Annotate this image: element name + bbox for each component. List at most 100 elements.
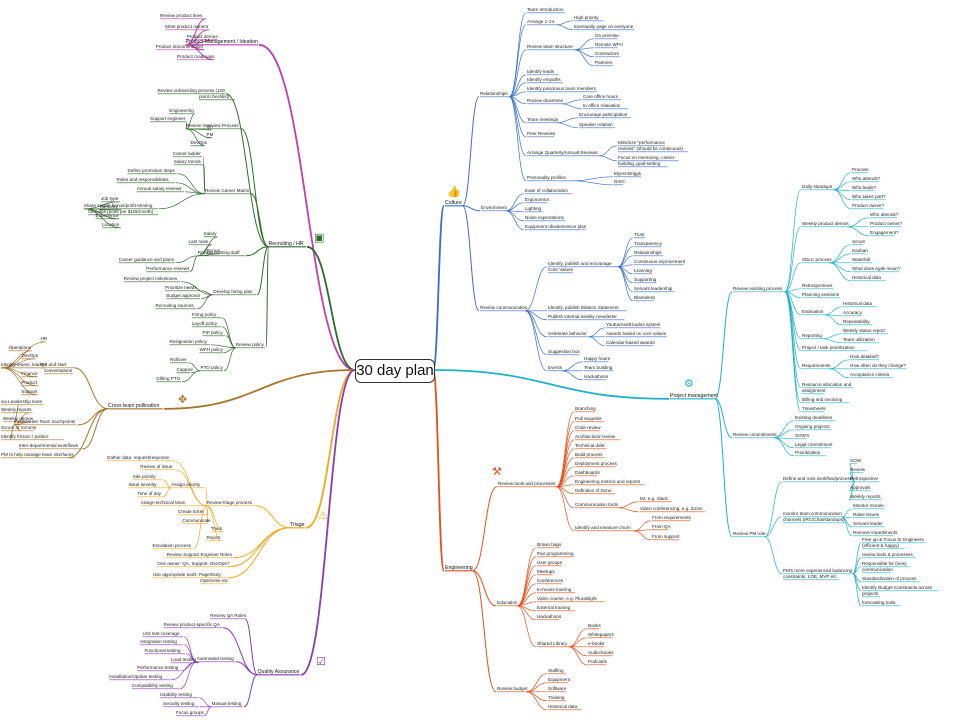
node-requirements[interactable]: Requirements bbox=[802, 363, 831, 368]
node-gifting-pto[interactable]: Gifting PTO bbox=[156, 376, 181, 381]
node-roles-and-responsibilities[interactable]: Roles and responsibilities bbox=[116, 177, 169, 182]
node-free-up-engineers[interactable]: Free up & Focus Sr Engineers bbox=[862, 537, 924, 542]
node-in-office-relaxation[interactable]: In-office relaxation bbox=[583, 103, 621, 108]
node-blameless[interactable]: Blameless bbox=[634, 295, 656, 300]
node-focus-groups[interactable]: Focus groups bbox=[176, 710, 204, 715]
node-audio-books[interactable]: Audio-books bbox=[588, 650, 614, 655]
node-create-ticket[interactable]: Create ticket bbox=[177, 509, 204, 514]
node-encourage-participation[interactable]: Encourage participation bbox=[579, 112, 628, 117]
node-career-ladder[interactable]: Career ladder bbox=[172, 151, 201, 156]
node-product-x[interactable]: Product bbox=[21, 380, 38, 385]
node-site-priority[interactable]: Site priority bbox=[132, 474, 156, 479]
node-product-demos[interactable]: Product demos bbox=[186, 34, 218, 39]
node-support-x[interactable]: Support bbox=[21, 389, 38, 394]
node-qa-int[interactable]: QA bbox=[206, 124, 214, 129]
node-conferences[interactable]: Conferences bbox=[537, 578, 564, 583]
node-team-building[interactable]: Team building bbox=[584, 365, 613, 370]
node-focus-mentoring[interactable]: Focus on mentoring, career- bbox=[618, 155, 676, 160]
node-review-communication[interactable]: Review communication bbox=[480, 305, 528, 310]
node-scrum-of-scrums[interactable]: Scrum of Scrums bbox=[1, 425, 37, 430]
node-disc[interactable]: DISC bbox=[614, 179, 625, 184]
node-ongoing-projects[interactable]: Ongoing projects bbox=[795, 424, 830, 429]
node-unit-test-coverage[interactable]: Unit test coverage bbox=[142, 631, 180, 636]
node-from-support[interactable]: From support bbox=[652, 534, 680, 539]
node-branching[interactable]: Branching bbox=[575, 406, 596, 411]
node-trust[interactable]: Trust bbox=[634, 232, 645, 237]
node-youearnedit[interactable]: YouEarnedIt kudos system bbox=[606, 322, 661, 327]
node-high-priority[interactable]: High priority bbox=[574, 15, 599, 20]
node-assign-technical-team[interactable]: Assign technical team bbox=[140, 500, 186, 505]
node-resource-allocation[interactable]: Resource allocation and bbox=[802, 382, 852, 387]
node-gather-data[interactable]: Gather data: request/response bbox=[106, 455, 170, 460]
node-recruiting-hr[interactable]: Recruiting / HR bbox=[268, 241, 304, 247]
node-partners[interactable]: Partners bbox=[595, 60, 613, 65]
node-share-bonus-2[interactable]: formulas (point per $10k/month) bbox=[88, 209, 154, 214]
node-monitor-channels-2[interactable]: channels (IRC/Chat/standups) bbox=[783, 517, 845, 522]
node-review-qa-roles[interactable]: Review QA Roles bbox=[210, 613, 246, 618]
node-review-tools-processes-eng[interactable]: Review tools and processes bbox=[498, 481, 556, 486]
node-communicate[interactable]: Communicate bbox=[182, 518, 211, 523]
node-review-support-roles[interactable]: Review Support Engineer Roles bbox=[166, 552, 232, 557]
node-process-ds[interactable]: Process bbox=[852, 167, 869, 172]
node-relationships-cv[interactable]: Relationships bbox=[634, 250, 662, 255]
node-identify-poisonous[interactable]: Identify poisonous team members bbox=[527, 86, 596, 91]
node-noise-expectations[interactable]: Noise expectations bbox=[525, 215, 564, 220]
node-podcasts[interactable]: Podcasts bbox=[588, 659, 607, 664]
node-equipment-obsolescence[interactable]: Equipment obsolescence plan bbox=[525, 224, 587, 229]
node-video-conferencing[interactable]: Video conferencing, e.g. Zoom bbox=[640, 506, 703, 511]
node-review-product-qa[interactable]: Review product-specific QA bbox=[163, 622, 220, 627]
central-topic[interactable]: 30 day plan bbox=[355, 359, 435, 383]
node-hackathons-ed[interactable]: Hackathons bbox=[537, 614, 562, 619]
node-servant-leadership[interactable]: Servant leadership bbox=[634, 286, 673, 291]
node-salary[interactable]: Salary bbox=[203, 231, 217, 236]
node-definition-of-done[interactable]: Definition of Done bbox=[575, 488, 612, 493]
node-career-guidance[interactable]: Career guidance and plans bbox=[118, 257, 174, 262]
node-deployment-process[interactable]: Deployment process bbox=[575, 461, 617, 466]
node-product-roadmaps[interactable]: Product roadmaps bbox=[177, 54, 215, 59]
node-servant-leader[interactable]: Servant leader bbox=[853, 521, 883, 526]
node-from-qa[interactable]: From QA bbox=[652, 524, 671, 529]
node-pull-requests[interactable]: Pull requests bbox=[575, 416, 602, 421]
node-pm-interfaces[interactable]: PM to help manage team interfaces bbox=[1, 452, 74, 457]
node-responsible-communication[interactable]: Responsible for (new) bbox=[862, 561, 907, 566]
node-acceptance-criteria[interactable]: Acceptance criteria bbox=[850, 372, 890, 377]
node-track[interactable]: Track bbox=[210, 526, 223, 531]
node-pto-policy[interactable]: PTO policy bbox=[200, 365, 223, 370]
node-identify-empaths[interactable]: Identify empaths bbox=[527, 77, 561, 82]
node-performance-reviews[interactable]: Performance reviews bbox=[146, 266, 190, 271]
node-engineering-int[interactable]: Engineering bbox=[169, 108, 194, 113]
node-peer-reviews[interactable]: Peer Reviews bbox=[527, 131, 556, 136]
node-review-commitments[interactable]: Review commitments bbox=[733, 432, 777, 437]
node-location[interactable]: Location bbox=[102, 222, 120, 227]
node-engagement[interactable]: Engagement? bbox=[870, 230, 899, 235]
node-happy-hours[interactable]: Happy hours bbox=[584, 356, 611, 361]
node-inter-departmental[interactable]: Inter-departmental workflows bbox=[19, 443, 78, 448]
node-triage[interactable]: Triage bbox=[290, 522, 305, 528]
node-identify-leads[interactable]: Identify leads bbox=[527, 69, 555, 74]
node-team-introduction[interactable]: Team Introduction bbox=[527, 7, 564, 12]
node-communication-tools[interactable]: Communication tools bbox=[575, 502, 618, 507]
node-user-groups[interactable]: User groups bbox=[537, 560, 563, 565]
node-identify-budget-2[interactable]: projects bbox=[862, 591, 879, 596]
node-review-budget[interactable]: Review budget bbox=[497, 686, 528, 691]
node-lighting[interactable]: Lighting bbox=[525, 206, 542, 211]
node-quality-assurance[interactable]: Quality Assurance bbox=[257, 669, 300, 675]
node-budget-approval[interactable]: Budget approval bbox=[166, 293, 200, 298]
node-identify-teams-2[interactable]: conversations bbox=[43, 368, 73, 373]
node-how-often-change[interactable]: How often do they change? bbox=[850, 363, 906, 368]
node-weekly-product-demos[interactable]: Weekly product demos bbox=[802, 221, 849, 226]
node-use-tools-2[interactable]: OpsGenie etc bbox=[200, 578, 229, 583]
node-pm-int[interactable]: PM bbox=[206, 132, 214, 137]
node-pms-experienced[interactable]: PM's more experienced balancing bbox=[783, 568, 853, 573]
node-define-workflow[interactable]: Define and runs workflow/process bbox=[783, 476, 852, 481]
node-report[interactable]: Report bbox=[206, 535, 221, 540]
node-myers-briggs[interactable]: Myers-Briggs bbox=[614, 171, 642, 176]
node-review-pm[interactable]: Review bbox=[850, 467, 866, 472]
node-engineering-metrics[interactable]: Engineering metrics and reports bbox=[575, 479, 641, 484]
node-environment[interactable]: Environment bbox=[481, 205, 507, 210]
node-education[interactable]: Education bbox=[497, 600, 518, 605]
node-automated-testing[interactable]: Automated testing bbox=[196, 656, 234, 661]
node-awards-core-values[interactable]: Awards based on core values bbox=[606, 331, 667, 336]
node-review-tools-processes[interactable]: review tools & processes bbox=[862, 552, 913, 557]
node-daily-standups[interactable]: Daily standups bbox=[802, 184, 833, 189]
